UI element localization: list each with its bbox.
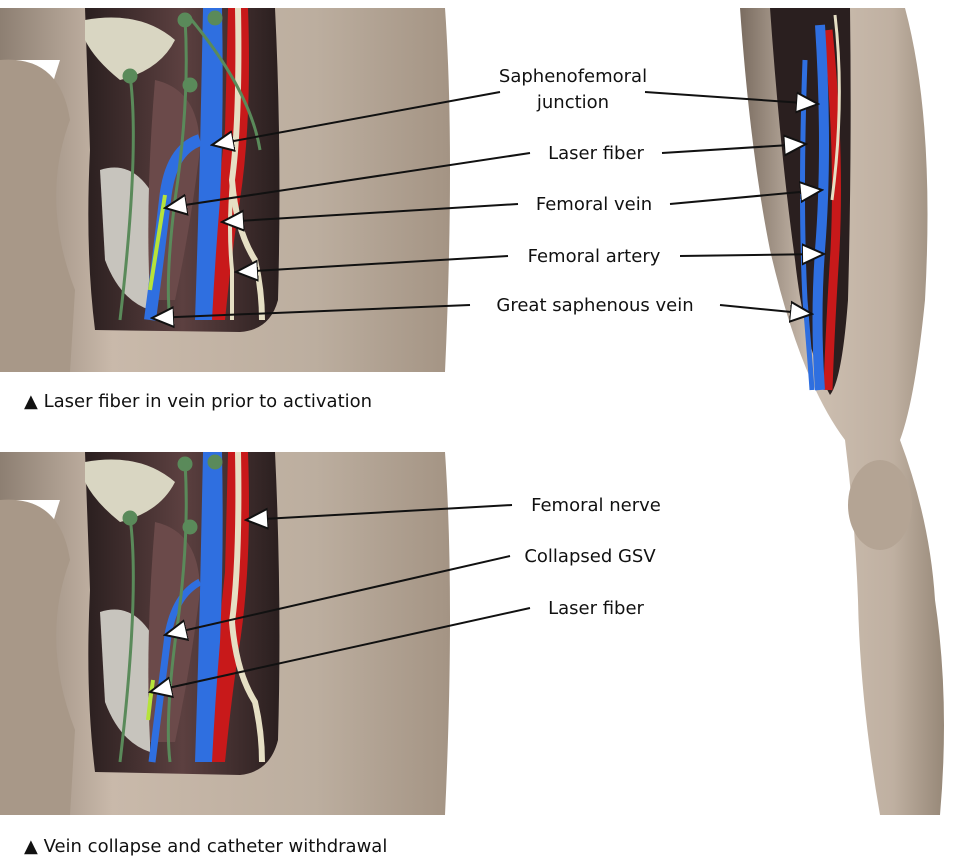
label-collapsed-gsv: Collapsed GSV — [524, 546, 656, 567]
top-panel-caption: ▲ Laser fiber in vein prior to activatio… — [24, 391, 372, 412]
bottom-panel-anatomy — [0, 452, 450, 815]
label-saphenofemoral-line1: Saphenofemoral — [499, 66, 647, 87]
bottom-panel-caption: ▲ Vein collapse and catheter withdrawal — [24, 836, 387, 857]
top-panel-anatomy — [0, 8, 450, 372]
top-panel-labels: Saphenofemoral junction Laser fiber Femo… — [496, 66, 693, 316]
label-great-saphenous-vein: Great saphenous vein — [496, 295, 693, 316]
label-laser-fiber-bottom: Laser fiber — [548, 598, 644, 619]
label-femoral-vein: Femoral vein — [536, 194, 652, 215]
label-saphenofemoral-line2: junction — [536, 92, 609, 113]
label-femoral-artery: Femoral artery — [528, 246, 661, 267]
top-nerve-branch — [230, 180, 232, 320]
label-laser-fiber-top: Laser fiber — [548, 143, 644, 164]
label-femoral-nerve: Femoral nerve — [531, 495, 661, 516]
bottom-panel-labels: Femoral nerve Collapsed GSV Laser fiber — [524, 495, 661, 619]
knee-cap — [848, 460, 912, 550]
full-leg-anatomy — [740, 8, 944, 815]
